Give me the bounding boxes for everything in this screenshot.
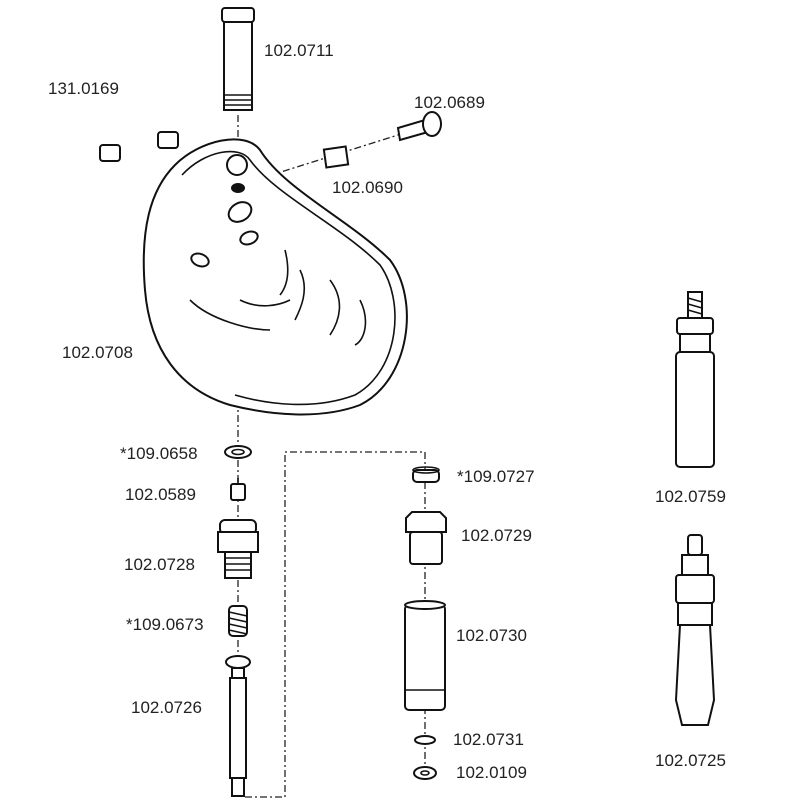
- part-valve-102-0589: [230, 478, 246, 501]
- part-sleeve-102-0730: [404, 600, 446, 711]
- part-screw-102-0689: [396, 111, 442, 142]
- label-109-0727: *109.0727: [457, 467, 535, 486]
- label-102-0730: 102.0730: [456, 626, 527, 645]
- assembly-axis-link: [245, 451, 426, 798]
- label-102-0726: 102.0726: [131, 698, 202, 717]
- part-hose-131-0169: [89, 112, 179, 162]
- label-102-0759: 102.0759: [655, 487, 726, 506]
- label-109-0673: *109.0673: [126, 615, 204, 634]
- part-ring-109-0727: [412, 466, 440, 483]
- label-102-0729: 102.0729: [461, 526, 532, 545]
- label-102-0728: 102.0728: [124, 555, 195, 574]
- label-131-0169: 131.0169: [48, 79, 119, 98]
- part-washer-109-0658: [224, 445, 252, 459]
- label-102-0725: 102.0725: [655, 751, 726, 770]
- label-102-0689: 102.0689: [414, 93, 485, 112]
- label-102-0731: 102.0731: [453, 730, 524, 749]
- label-102-0711: 102.0711: [264, 41, 334, 60]
- part-fitting-102-0728: [217, 519, 259, 579]
- part-bowl-102-0708: [142, 138, 408, 416]
- part-assembly-102-0759: [675, 291, 715, 468]
- part-nut-102-0729: [405, 511, 447, 565]
- part-stem-102-0726: [225, 655, 251, 797]
- label-102-0589: 102.0589: [125, 485, 196, 504]
- label-102-0708: 102.0708: [62, 343, 133, 362]
- part-spring-109-0673: [228, 605, 248, 637]
- part-washer-102-0731: [414, 735, 436, 745]
- label-109-0658: *109.0658: [120, 444, 198, 463]
- label-102-0109: 102.0109: [456, 763, 527, 782]
- part-assembly-102-0725: [674, 534, 716, 726]
- part-pipe-102-0711: [221, 7, 255, 111]
- part-nut-102-0690: [322, 145, 350, 169]
- label-102-0690: 102.0690: [332, 178, 403, 197]
- part-nut-102-0109: [413, 766, 437, 780]
